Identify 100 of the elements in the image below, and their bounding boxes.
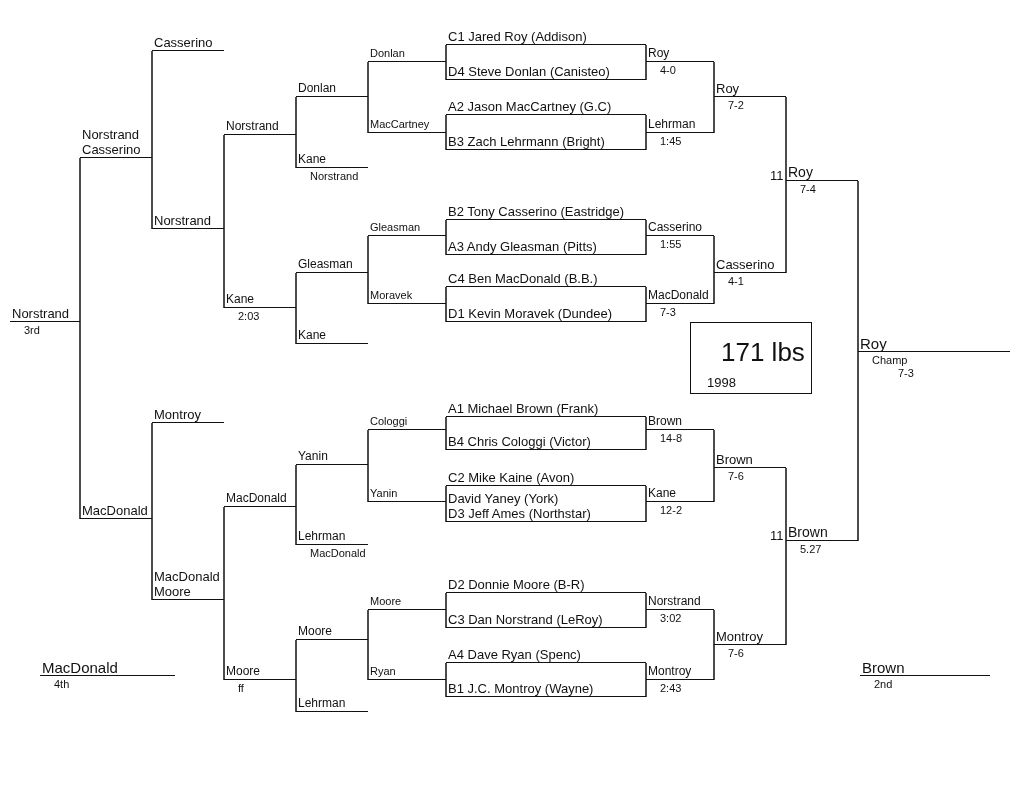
result-text: 1:55 (660, 238, 682, 251)
wrestler-name: MacDonald (81, 503, 149, 518)
result-text: 14-8 (660, 432, 683, 445)
bracket-connector (223, 228, 225, 309)
bracket-connector (645, 219, 647, 237)
result-text: 2nd (874, 678, 893, 691)
wrestler-name: MacDonald (153, 569, 221, 584)
wrestler-name: Lehrman (297, 696, 347, 711)
weight-class-text: 171 lbs (721, 337, 805, 368)
wrestler-entry: B4 Chris Cologgi (Victor) (447, 434, 592, 449)
bracket-connector (645, 303, 647, 323)
result-text: 2:43 (660, 682, 682, 695)
wrestler-entry: A3 Andy Gleasman (Pitts) (447, 239, 598, 254)
bracket-connector (223, 134, 225, 230)
bracket-connector (645, 416, 647, 431)
wrestler-entry: A1 Michael Brown (Frank) (447, 401, 600, 416)
result-text: 7-6 (728, 470, 744, 483)
bracket-connector (445, 219, 447, 237)
bracket-connector (645, 286, 647, 305)
result-text: MacDonald (310, 547, 366, 560)
bracket-connector (367, 272, 369, 305)
wrestler-name: Casserino (715, 257, 776, 272)
wrestler-name: Kane (297, 152, 328, 167)
bracket-connector (857, 180, 859, 353)
result-text: 3rd (24, 324, 40, 337)
bracket-connector (645, 44, 647, 63)
wrestler-name: Lehrman (647, 117, 697, 132)
wrestler-entry: C3 Dan Norstrand (LeRoy) (447, 612, 604, 627)
wrestler-name: Roy (647, 46, 671, 61)
wrestler-name: Gleasman (297, 257, 354, 272)
result-text: 7-6 (728, 647, 744, 660)
bracket-connector (785, 540, 787, 646)
bracket-connector (445, 485, 447, 503)
wrestler-name: Norstrand (153, 213, 213, 228)
wrestler-name: Norstrand (225, 119, 280, 134)
bracket-connector (445, 662, 447, 681)
bracket-connector (645, 485, 647, 503)
bracket-connector (79, 157, 81, 323)
bracket-connector (645, 235, 647, 256)
wrestler-name: Casserino (647, 220, 704, 235)
wrestler-name: Donlan (369, 46, 406, 61)
wrestler-name: Yanin (297, 449, 329, 464)
wrestler-entry: C2 Mike Kaine (Avon) (447, 470, 576, 485)
bracket-connector (295, 134, 297, 169)
bracket-connector (645, 592, 647, 611)
wrestler-entry: D4 Steve Donlan (Canisteo) (447, 64, 611, 79)
bracket-connector (713, 235, 715, 274)
bracket-connector (151, 157, 153, 230)
wrestler-name: Norstrand (11, 306, 71, 321)
result-text: 7-3 (898, 367, 914, 380)
wrestler-name: Moore (153, 584, 192, 599)
bracket-connector (367, 464, 369, 503)
result-text: Champ (872, 354, 908, 367)
bracket-connector (445, 303, 447, 323)
bracket-connector (645, 679, 647, 698)
wrestler-name: MacDonald (225, 491, 288, 506)
bracket-connector (295, 307, 297, 345)
wrestler-name: Casserino (81, 142, 142, 157)
wrestler-name: Roy (787, 165, 814, 180)
result-text: 1:45 (660, 135, 682, 148)
bracket-connector (445, 114, 447, 134)
bracket-connector (713, 644, 715, 681)
wrestler-name: Brown (787, 525, 829, 540)
bracket-connector (713, 272, 715, 305)
result-text: 3:02 (660, 612, 682, 625)
wrestler-name: Lehrman (297, 529, 347, 544)
bracket-connector (295, 679, 297, 713)
wrestler-name: Moravek (369, 288, 414, 303)
bracket-connector (367, 639, 369, 681)
bracket-connector (445, 609, 447, 629)
year-text: 1998 (707, 375, 736, 390)
bracket-connector (445, 501, 447, 523)
bracket-connector (367, 96, 369, 134)
bracket-connector (713, 609, 715, 646)
wrestler-entry: C4 Ben MacDonald (B.B.) (447, 271, 599, 286)
wrestler-name: Cologgi (369, 414, 409, 429)
wrestler-entry: D1 Kevin Moravek (Dundee) (447, 306, 614, 321)
bracket-connector (445, 44, 447, 63)
wrestler-name: Montroy (715, 629, 764, 644)
result-text: 4-1 (728, 275, 744, 288)
result-text: Norstrand (310, 170, 359, 183)
wrestler-name: Ryan (369, 664, 397, 679)
bout-mark: 11 (770, 168, 784, 183)
bracket-connector (445, 416, 447, 431)
wrestler-name: Roy (859, 336, 888, 351)
bracket-connector (79, 321, 81, 520)
wrestler-name: Kane (647, 486, 678, 501)
bracket-connector (785, 96, 787, 182)
wrestler-name: Montroy (153, 407, 202, 422)
result-text: 4th (54, 678, 70, 691)
wrestler-name: Donlan (297, 81, 338, 96)
bracket-connector (367, 429, 369, 466)
result-text: 7-3 (660, 306, 676, 319)
wrestler-name: Norstrand (81, 127, 141, 142)
bracket-connector (785, 180, 787, 274)
wrestler-name: Kane (297, 328, 328, 343)
wrestler-name: MacDonald (647, 288, 710, 303)
bracket-connector (295, 639, 297, 681)
bracket-connector (445, 429, 447, 451)
bracket-connector (713, 96, 715, 134)
